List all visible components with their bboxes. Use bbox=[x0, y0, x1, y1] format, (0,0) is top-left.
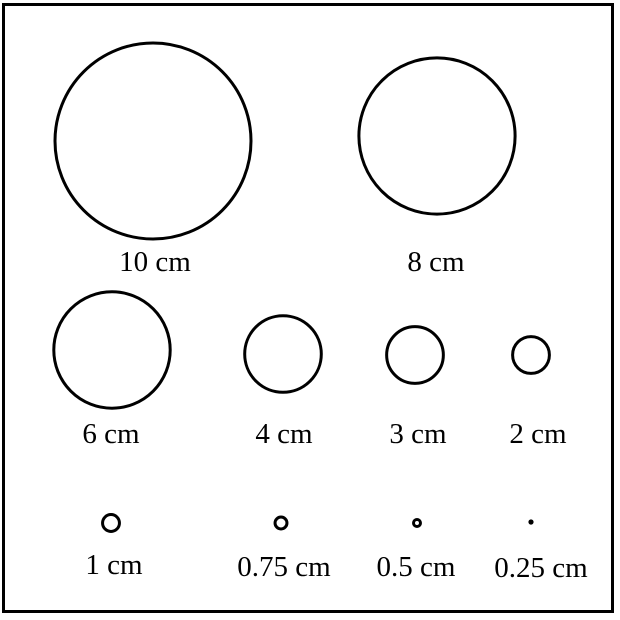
circle-label: 0.25 cm bbox=[494, 552, 588, 584]
circle-label: 0.75 cm bbox=[237, 551, 331, 583]
circle-10-cm bbox=[53, 41, 253, 241]
circle-label: 3 cm bbox=[389, 418, 447, 450]
circle-label: 10 cm bbox=[119, 246, 191, 278]
circle-label: 2 cm bbox=[509, 418, 567, 450]
circle-0-75-cm bbox=[273, 515, 289, 531]
circle-8-cm bbox=[357, 56, 517, 216]
circle-label: 0.5 cm bbox=[377, 551, 456, 583]
circles-layer bbox=[52, 41, 551, 533]
circle-4-cm bbox=[243, 314, 323, 394]
circle-label: 1 cm bbox=[85, 549, 143, 581]
circle-label: 4 cm bbox=[255, 418, 313, 450]
circle-1-cm bbox=[101, 513, 121, 533]
circle-label: 6 cm bbox=[82, 418, 140, 450]
labels-layer: 10 cm 8 cm 6 cm 4 cm 3 cm 2 cm 1 cm 0.75 cm 0.5 … bbox=[82, 246, 588, 584]
circle-6-cm bbox=[52, 290, 172, 410]
circle-0-25-cm bbox=[528, 519, 534, 525]
circle-0-5-cm bbox=[412, 518, 422, 528]
circle-2-cm bbox=[511, 335, 551, 375]
circle-label: 8 cm bbox=[407, 246, 465, 278]
diagram-frame bbox=[2, 3, 614, 613]
circle-3-cm bbox=[385, 325, 445, 385]
